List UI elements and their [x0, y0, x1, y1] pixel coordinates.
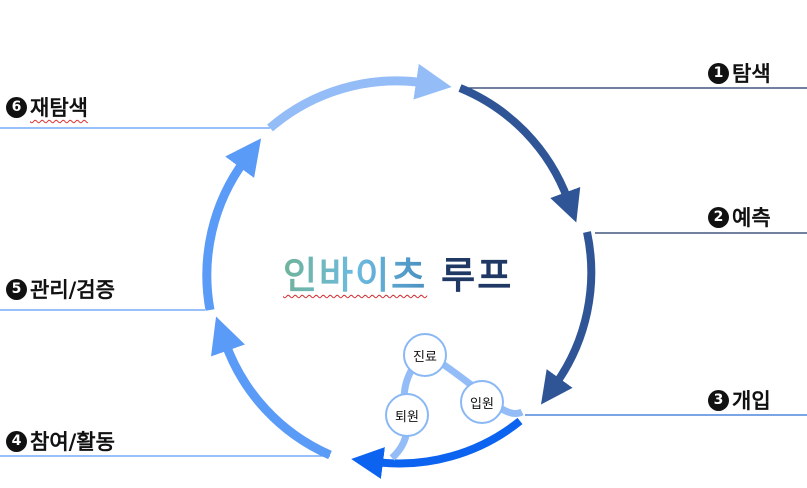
step-number-badge: 4 [6, 430, 27, 452]
arrow-reexplore-to-explore [267, 63, 452, 132]
step-number-badge: 5 [6, 278, 27, 300]
arrow-manage-to-reexplore [202, 138, 262, 311]
subcycle-discharge: 퇴원 [385, 393, 429, 437]
step-number-badge: 3 [708, 389, 729, 411]
arrow-predict-to-intervene [541, 231, 596, 405]
step-number-badge: 1 [708, 62, 729, 84]
subcycle-treatment: 진료 [403, 333, 447, 377]
step-number-badge: 2 [708, 206, 729, 228]
arrow-explore-to-predict [458, 84, 581, 223]
arrow-intervene-to-engage [351, 417, 523, 479]
subcycle-admission: 입원 [460, 380, 504, 424]
step-number-badge: 6 [6, 96, 27, 118]
title-part1: 인바이츠 [283, 254, 428, 297]
diagram-title: 인바이츠 루프 [283, 245, 513, 299]
arrow-engage-to-manage [211, 316, 332, 460]
title-part2: 루프 [441, 254, 514, 297]
